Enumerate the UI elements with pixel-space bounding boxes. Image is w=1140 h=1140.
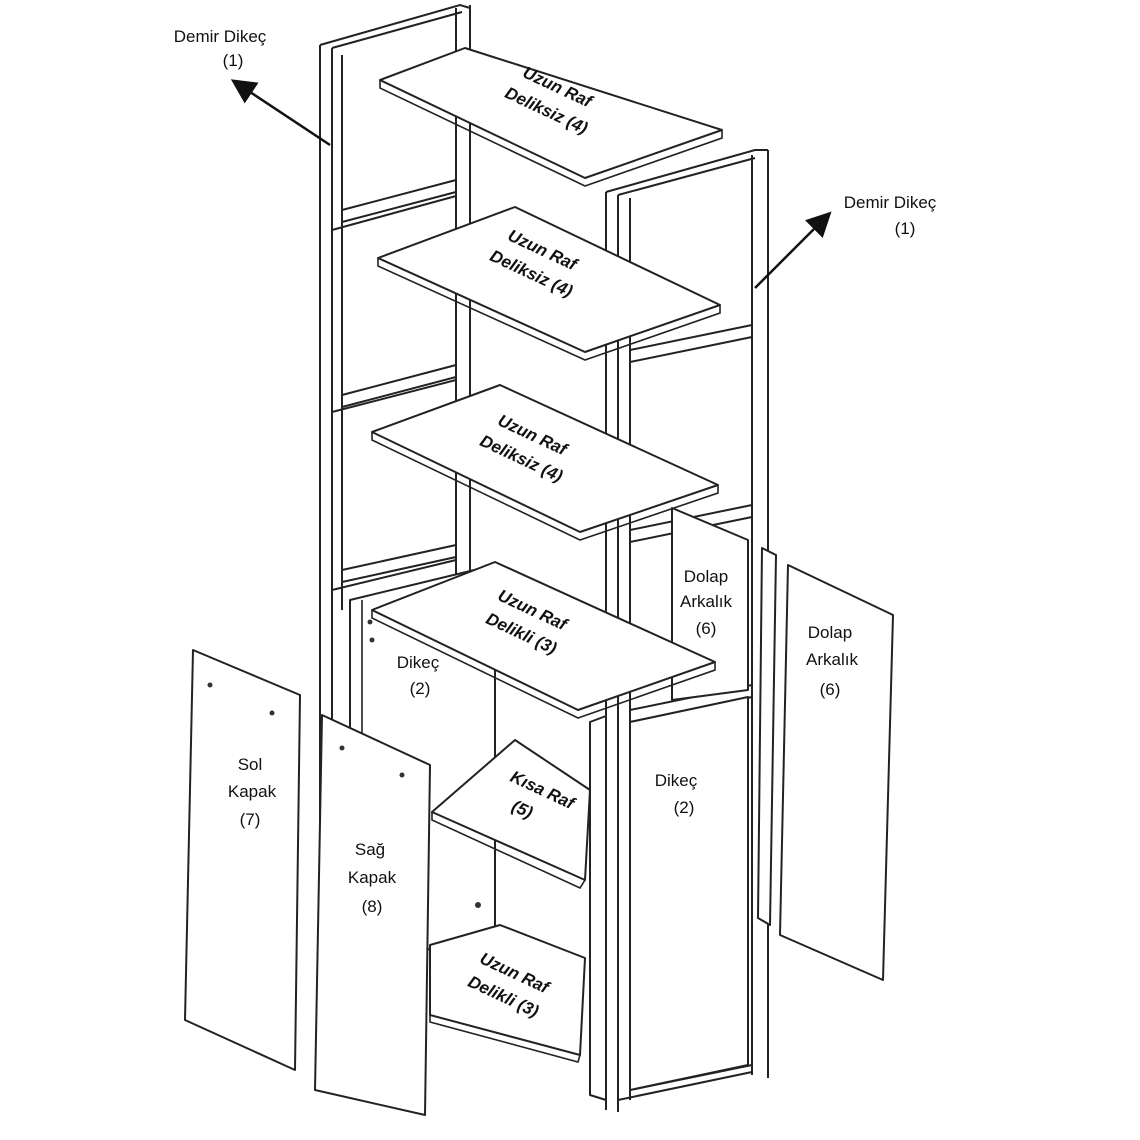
label-iron-post-right: Demir Dikeç(1) (844, 193, 937, 238)
right-door (314, 714, 431, 1116)
label-side-left: Dikeç(2) (397, 653, 440, 698)
back-panel-right (779, 564, 894, 981)
shelf-2 (377, 206, 721, 361)
shelf-3 (371, 384, 719, 541)
left-door (184, 649, 301, 1071)
shelf-1 (379, 47, 723, 187)
bottom-shelf (429, 924, 586, 1063)
back-panel-thin (757, 547, 777, 926)
label-iron-post-left: Demir Dikeç(1) (174, 27, 267, 70)
arrow-left-post (230, 79, 331, 147)
arrow-right-post (754, 211, 832, 289)
shelf-4 (371, 561, 716, 719)
cabinet-side-right (589, 696, 749, 1101)
label-side-right: Dikeç(2) (655, 771, 698, 817)
